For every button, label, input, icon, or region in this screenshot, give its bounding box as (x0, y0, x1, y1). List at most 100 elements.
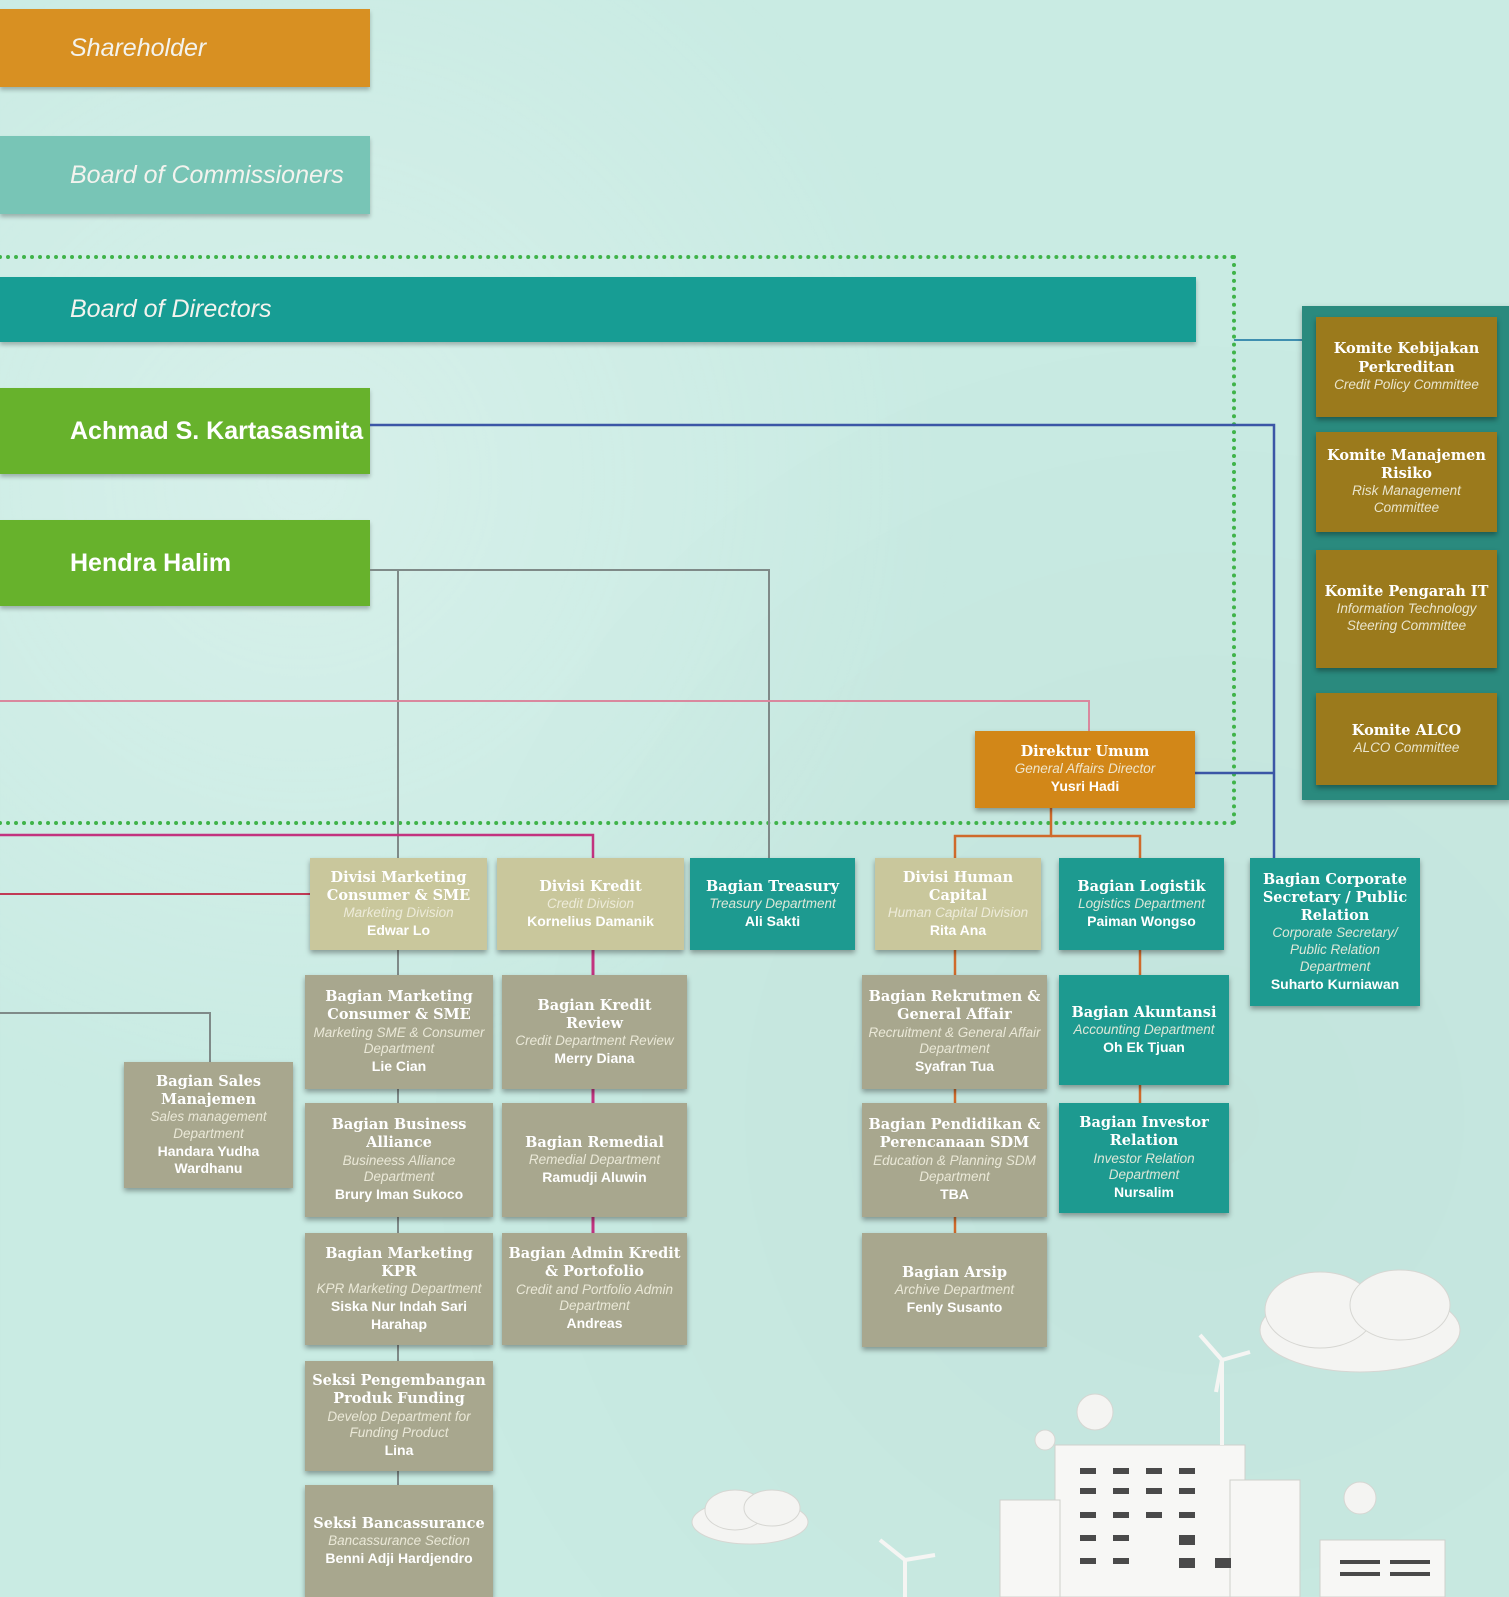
unit-subtitle: Education & Planning SDM Department (873, 1152, 1036, 1185)
unit-marketing-consumer-sme: Bagian Marketing Consumer & SME Marketin… (305, 975, 493, 1089)
division-marketing: Divisi Marketing Consumer & SME Marketin… (310, 858, 487, 950)
unit-remedial: Bagian Remedial Remedial Department Ramu… (502, 1103, 687, 1217)
unit-title: Bagian Investor Relation (1079, 1114, 1209, 1150)
division-title: Divisi Marketing Consumer & SME (326, 868, 471, 904)
shareholder-label: Shareholder (70, 33, 207, 62)
division-head-name: Rita Ana (929, 921, 987, 938)
unit-admin-credit-portfolio: Bagian Admin Kredit & Portofolio Credit … (502, 1233, 687, 1345)
director-name-1: Achmad S. Kartasasmita (70, 416, 364, 445)
unit-title: Bagian Pendidikan & Perencanaan SDM (868, 1116, 1041, 1152)
division-subtitle: Corporate Secretary/ Public Relation Dep… (1272, 925, 1398, 974)
director-band-2: Hendra Halim (0, 520, 370, 606)
committee-title: Komite ALCO (1351, 721, 1462, 739)
division-head-name: Kornelius Damanik (527, 912, 654, 929)
directors-dotted-frame (0, 255, 1236, 825)
unit-head-name: Handara Yudha Wardhanu (157, 1142, 260, 1177)
unit-subtitle: Remedial Department (528, 1151, 661, 1167)
unit-title: Bagian Rekrutmen & General Affair (868, 988, 1041, 1024)
division-subtitle: Logistics Department (1078, 895, 1205, 911)
unit-title: Bagian Business Alliance (331, 1116, 467, 1152)
unit-investor-relation: Bagian Investor Relation Investor Relati… (1059, 1103, 1229, 1213)
cloud-small (691, 1489, 809, 1545)
unit-subtitle: Develop Department for Funding Product (327, 1408, 471, 1441)
unit-subtitle: Credit Department Review (515, 1032, 674, 1048)
unit-title: Bagian Marketing KPR (325, 1244, 473, 1281)
unit-head-name: Siska Nur Indah Sari Harahap (330, 1298, 468, 1332)
tree-icon (1034, 1393, 1377, 1515)
unit-title: Bagian Remedial (525, 1133, 664, 1151)
unit-title: Bagian Arsip (902, 1263, 1007, 1281)
general-director-title: Direktur Umum (1020, 743, 1150, 761)
committee-risk-management: Komite Manajemen Risiko Risk Management … (1316, 432, 1497, 532)
unit-marketing-kpr: Bagian Marketing KPR KPR Marketing Depar… (305, 1233, 493, 1345)
unit-subtitle: Marketing SME & Consumer Department (313, 1024, 485, 1057)
unit-subtitle: Accounting Department (1073, 1021, 1215, 1037)
unit-title: Seksi Pengembangan Produk Funding (312, 1372, 486, 1408)
committee-credit-policy: Komite Kebijakan Perkreditan Credit Poli… (1316, 317, 1497, 417)
committee-title: Komite Kebijakan Perkreditan (1333, 340, 1480, 376)
committee-subtitle: Credit Policy Committee (1334, 376, 1479, 392)
unit-subtitle: Bancassurance Section (328, 1532, 470, 1548)
unit-credit-review: Bagian Kredit Review Credit Department R… (502, 975, 687, 1089)
general-director-subtitle: General Affairs Director (1014, 761, 1156, 777)
unit-title: Seksi Bancassurance (313, 1514, 485, 1532)
division-subtitle: Marketing Division (343, 904, 454, 920)
unit-subtitle: Investor Relation Department (1093, 1150, 1195, 1183)
division-title: Divisi Kredit (539, 877, 642, 895)
committee-subtitle: Risk Management Committee (1352, 483, 1461, 516)
division-subtitle: Treasury Department (709, 895, 836, 911)
unit-head-name: Benni Adji Hardjendro (325, 1549, 473, 1566)
committee-subtitle: Information Technology Steering Committe… (1336, 601, 1477, 634)
unit-bancassurance: Seksi Bancassurance Bancassurance Sectio… (305, 1485, 493, 1597)
unit-head-name: TBA (940, 1186, 969, 1203)
directors-label: Board of Directors (70, 295, 272, 323)
unit-title: Bagian Kredit Review (537, 996, 652, 1032)
unit-subtitle: Credit and Portfolio Admin Department (515, 1281, 674, 1314)
unit-education-planning: Bagian Pendidikan & Perencanaan SDM Educ… (862, 1103, 1047, 1217)
unit-head-name: Fenly Susanto (906, 1298, 1003, 1315)
department-logistics: Bagian Logistik Logistics Department Pai… (1059, 858, 1224, 950)
directors-band: Board of Directors (0, 277, 1196, 342)
unit-head-name: Brury Iman Sukoco (334, 1186, 464, 1203)
unit-title: Bagian Marketing Consumer & SME (325, 988, 473, 1024)
committee-alco: Komite ALCO ALCO Committee (1316, 693, 1497, 785)
division-head-name: Paiman Wongso (1087, 912, 1196, 929)
unit-head-name: Lie Cian (371, 1058, 427, 1075)
committee-title: Komite Pengarah IT (1324, 583, 1489, 601)
division-subtitle: Credit Division (546, 895, 635, 911)
division-human-capital: Divisi Human Capital Human Capital Divis… (875, 858, 1041, 950)
director-band-1: Achmad S. Kartasasmita (0, 388, 370, 474)
unit-subtitle: KPR Marketing Department (316, 1281, 482, 1297)
unit-head-name: Lina (384, 1442, 414, 1459)
commissioners-label: Board of Commissioners (70, 160, 344, 189)
unit-title: Bagian Akuntansi (1071, 1003, 1217, 1021)
unit-subtitle: Archive Department (894, 1281, 1015, 1297)
division-head-name: Suharto Kurniawan (1270, 975, 1400, 992)
unit-archive: Bagian Arsip Archive Department Fenly Su… (862, 1233, 1047, 1347)
unit-subtitle: Sales management Department (150, 1108, 267, 1141)
division-head-name: Edwar Lo (366, 921, 430, 938)
division-head-name: Ali Sakti (744, 912, 801, 929)
unit-recruitment-general-affair: Bagian Rekrutmen & General Affair Recrui… (862, 975, 1047, 1089)
general-director-box: Direktur Umum General Affairs Director Y… (975, 731, 1195, 808)
wind-turbine-icon (878, 1333, 1251, 1597)
unit-title: Bagian Admin Kredit & Portofolio (508, 1245, 681, 1281)
division-title: Bagian Logistik (1077, 877, 1206, 895)
unit-head-name: Syafran Tua (914, 1058, 995, 1075)
unit-head-name: Oh Ek Tjuan (1103, 1038, 1185, 1055)
unit-title: Bagian Sales Manajemen (155, 1072, 262, 1108)
unit-subtitle: Recruitment & General Affair Department (868, 1024, 1041, 1057)
unit-funding-product: Seksi Pengembangan Produk Funding Develo… (305, 1361, 493, 1471)
cloud-large (1259, 1269, 1461, 1373)
unit-head-name: Andreas (566, 1315, 623, 1332)
director-name-2: Hendra Halim (70, 548, 232, 577)
department-sales: Bagian Sales Manajemen Sales management … (124, 1062, 293, 1188)
unit-subtitle: Busineess Alliance Department (342, 1152, 456, 1185)
unit-accounting: Bagian Akuntansi Accounting Department O… (1059, 975, 1229, 1085)
unit-business-alliance: Bagian Business Alliance Busineess Allia… (305, 1103, 493, 1217)
division-title: Divisi Human Capital (902, 868, 1014, 904)
unit-head-name: Merry Diana (554, 1049, 635, 1066)
committee-title: Komite Manajemen Risiko (1327, 447, 1486, 483)
department-treasury: Bagian Treasury Treasury Department Ali … (690, 858, 855, 950)
